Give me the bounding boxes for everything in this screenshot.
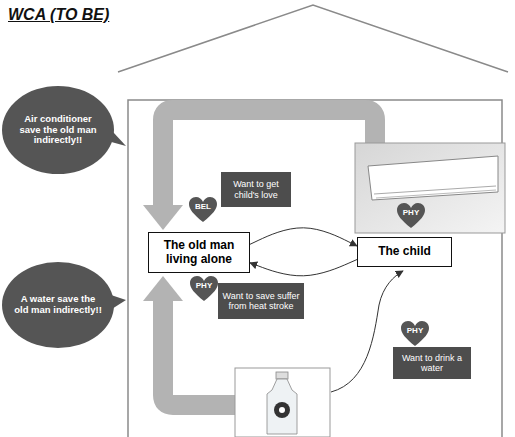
node-text: The old man living alone — [154, 239, 244, 267]
callout-bubble: A water save the old man indirectly!! — [2, 262, 114, 348]
callout-bubble: Air conditioner save the old man indirec… — [2, 86, 114, 174]
house-roof — [118, 5, 508, 72]
heart-fill — [397, 203, 425, 228]
air-conditioner-vent — [376, 190, 496, 198]
heart-tag: PHY — [401, 321, 429, 347]
node-text: A water save the old man indirectly!! — [14, 294, 102, 316]
node-text: PHY — [190, 282, 218, 290]
bottle-body — [267, 379, 297, 434]
heart-tag: BEL — [189, 197, 217, 223]
relation-arrow — [250, 228, 357, 246]
node-text: BEL — [189, 203, 217, 211]
bubble-fill — [2, 86, 114, 174]
actor-box: The old man living alone — [148, 232, 250, 273]
need-box: Want to save suffer from heat stroke — [218, 283, 304, 319]
bottle-cap — [276, 372, 288, 379]
need-box: Want to drink a water — [393, 347, 471, 379]
node-text: PHY — [397, 209, 425, 217]
node-text: Want to drink a water — [397, 353, 467, 374]
node-text: Want to save suffer from heat stroke — [222, 291, 300, 312]
node-text: Air conditioner save the old man indirec… — [14, 114, 102, 147]
node-text: PHY — [401, 327, 429, 335]
big-arrow-head — [143, 276, 183, 301]
heart-fill — [190, 276, 218, 301]
relation-arrow — [250, 260, 357, 276]
heart-fill — [189, 197, 217, 222]
big-arrow-head — [143, 205, 183, 230]
bottle-label — [279, 407, 285, 413]
node-text: Want to get child's love — [225, 179, 287, 200]
heart-tag: PHY — [190, 276, 218, 302]
air-conditioner-photo — [355, 143, 505, 233]
heart-tag: PHY — [397, 203, 425, 229]
water-bottle-photo — [235, 368, 330, 437]
need-box: Want to get child's love — [221, 172, 291, 207]
diagram-title: WCA (TO BE) — [8, 6, 109, 24]
air-conditioner-vent — [374, 186, 496, 194]
heart-fill — [401, 321, 429, 346]
bottle-label — [274, 402, 290, 418]
air-conditioner-unit — [368, 156, 498, 200]
bubble-fill — [2, 262, 114, 348]
big-arrow-band — [163, 110, 375, 206]
node-text: The child — [363, 245, 446, 259]
actor-box: The child — [357, 237, 452, 267]
